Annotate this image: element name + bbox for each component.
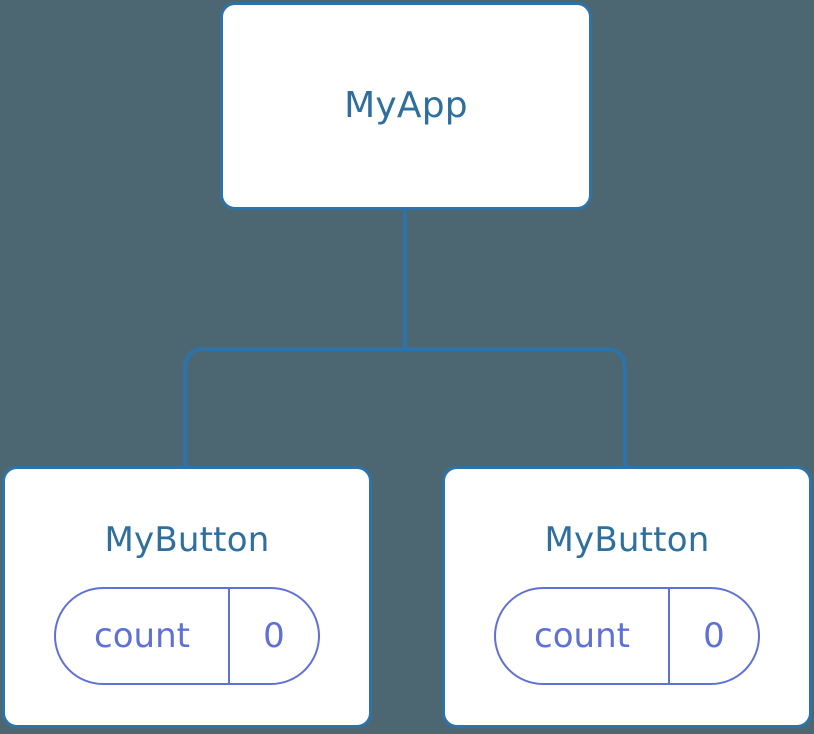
node-myapp-label: MyApp xyxy=(344,85,468,126)
state-pill-1-value-cell: 0 xyxy=(230,589,318,683)
state-pill-1[interactable]: count 0 xyxy=(54,587,320,685)
state-pill-2-value: 0 xyxy=(703,616,725,656)
state-pill-2-key: count xyxy=(534,616,630,656)
state-pill-1-key: count xyxy=(94,616,190,656)
state-pill-1-value: 0 xyxy=(263,616,285,656)
node-myapp[interactable]: MyApp xyxy=(220,2,592,210)
node-mybutton-2[interactable]: MyButton count 0 xyxy=(442,466,812,728)
state-pill-2-key-cell: count xyxy=(496,589,670,683)
node-mybutton-1[interactable]: MyButton count 0 xyxy=(2,466,372,728)
node-mybutton-2-label: MyButton xyxy=(544,520,710,560)
state-pill-1-key-cell: count xyxy=(56,589,230,683)
edge-branch-right xyxy=(405,347,627,467)
state-pill-2-value-cell: 0 xyxy=(670,589,758,683)
edge-branch-left xyxy=(183,347,405,467)
node-mybutton-1-label: MyButton xyxy=(104,520,270,560)
state-pill-2[interactable]: count 0 xyxy=(494,587,760,685)
